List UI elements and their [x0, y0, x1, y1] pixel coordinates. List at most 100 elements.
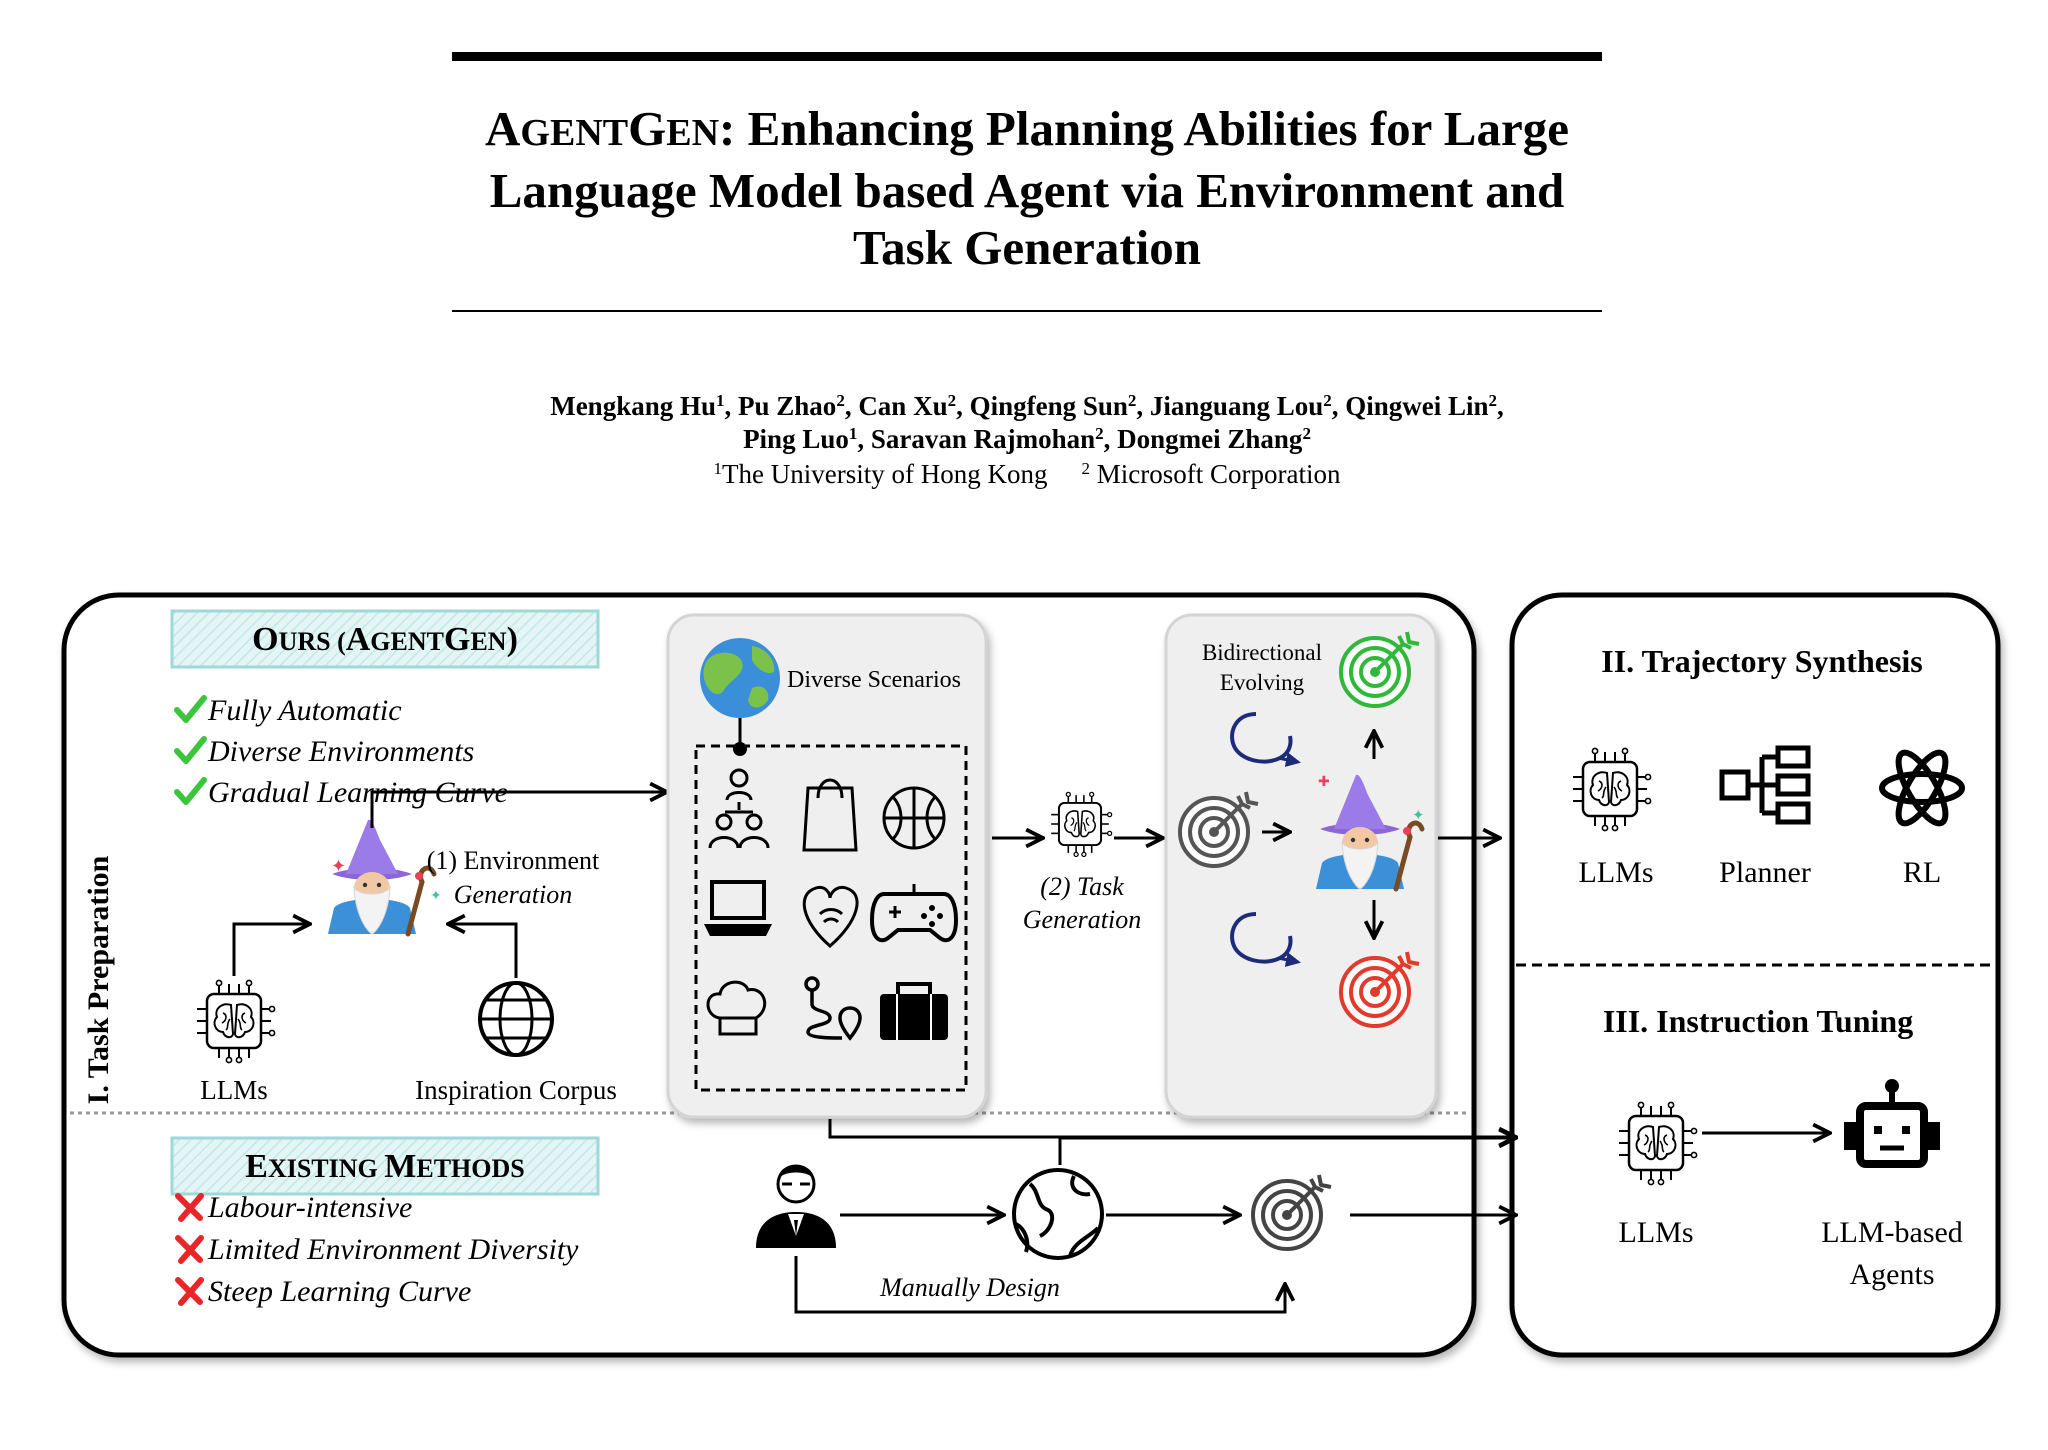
affiliation-name: Microsoft Corporation — [1089, 459, 1341, 489]
sparkle-icon: ✦ — [430, 889, 442, 904]
trajectory-synthesis-title: II. Trajectory Synthesis — [1601, 643, 1922, 679]
author-affiliation: 2 — [1095, 424, 1104, 443]
author-name: Ping Luo — [743, 424, 849, 454]
title-sc-gent: GENT — [520, 112, 629, 154]
author-separator: , — [857, 424, 871, 454]
instruction-tuning-title: III. Instruction Tuning — [1603, 1003, 1913, 1039]
paper-title: AGENTGEN: Enhancing Planning Abilities f… — [420, 100, 1634, 276]
author-separator: , — [1331, 391, 1346, 421]
title-sc-a: A — [485, 101, 521, 156]
diverse-scenarios-label: Diverse Scenarios — [787, 667, 961, 693]
design-to-training-arrow — [1058, 1138, 1516, 1165]
planner-flowchart-icon — [1719, 745, 1811, 825]
manually-design-label: Manually Design — [879, 1273, 1060, 1302]
llms-to-wizard-arrow — [232, 924, 310, 976]
author-line-2: Ping Luo1, Saravan Rajmohan2, Dongmei Zh… — [360, 423, 1694, 456]
drawback-item: Steep Learning Curve — [208, 1275, 471, 1308]
author-list: Mengkang Hu1, Pu Zhao2, Can Xu2, Qingfen… — [360, 390, 1694, 456]
title-sc-en: EN — [666, 112, 720, 154]
author-affiliation: 2 — [1302, 424, 1311, 443]
author-name: Dongmei Zhang — [1117, 424, 1303, 454]
basketball-icon — [882, 786, 946, 850]
author-separator: , — [1497, 391, 1504, 421]
existing-label: EXISTING METHODS — [245, 1148, 524, 1185]
title-rest: : Enhancing Planning Abilities for Large — [719, 101, 1569, 156]
corpus-to-wizard-arrow — [448, 924, 518, 978]
environment-generation-arrow — [370, 792, 667, 828]
author-separator: , — [956, 391, 970, 421]
chef-hat-icon — [706, 980, 767, 1036]
title-bottom-rule — [452, 310, 1602, 312]
author-affiliation: 2 — [1127, 391, 1137, 410]
planner-label: Planner — [1719, 856, 1811, 889]
author-separator: , — [724, 391, 739, 421]
affiliation-name: The University of Hong Kong — [722, 459, 1048, 489]
robot-icon — [1844, 1079, 1940, 1168]
author-separator: , — [1103, 424, 1118, 454]
atom-icon — [1879, 749, 1965, 827]
environment-generation-label: (1) Environment — [427, 846, 600, 875]
affiliation-number: 1 — [713, 459, 723, 478]
llm-agents-label: LLM-based — [1821, 1216, 1963, 1249]
author-affiliation: 2 — [947, 391, 957, 410]
world-design-icon — [1012, 1168, 1104, 1260]
scenario-grid — [694, 744, 968, 1092]
llms-label: LLMs — [200, 1075, 268, 1105]
task-generation-label: (2) Task — [1040, 872, 1124, 901]
rl-label: RL — [1903, 856, 1941, 889]
author-name: Qingwei Lin — [1345, 391, 1489, 421]
benefit-item: Diverse Environments — [207, 735, 474, 768]
author-name: Can Xu — [858, 391, 948, 421]
title-sc-g: G — [628, 101, 667, 156]
affiliation-number: 2 — [1081, 459, 1090, 478]
author-affiliation: 2 — [1488, 391, 1498, 410]
author-separator: , — [1136, 391, 1150, 421]
earth-globe-icon — [700, 638, 780, 718]
inspiration-corpus-label: Inspiration Corpus — [415, 1075, 617, 1105]
author-name: Qingfeng Sun — [969, 391, 1128, 421]
benefit-item: Fully Automatic — [207, 694, 402, 727]
scenarios-connector-dot — [733, 742, 747, 756]
title-top-rule — [452, 52, 1602, 61]
businessman-icon — [756, 1164, 836, 1248]
task-preparation-label: I. Task Preparation — [82, 855, 115, 1104]
briefcase-icon — [880, 982, 948, 1040]
shopping-bag-icon — [802, 778, 858, 852]
plus-icon: ✚ — [1318, 775, 1330, 790]
evolving-label: Evolving — [1220, 670, 1305, 695]
people-hierarchy-icon — [708, 768, 770, 849]
person-to-target-arrow — [794, 1256, 1285, 1314]
author-name: Pu Zhao — [738, 391, 837, 421]
author-affiliation: 2 — [1323, 391, 1332, 410]
bidirectional-label: Bidirectional — [1202, 640, 1322, 665]
author-affiliation: 1 — [848, 424, 858, 443]
drawback-item: Labour-intensive — [207, 1191, 412, 1224]
author-separator: , — [844, 391, 859, 421]
environment-generation-label-2: Generation — [454, 880, 572, 909]
existing-label-box — [170, 1136, 600, 1196]
author-affiliation: 2 — [836, 391, 845, 410]
llms-label: LLMs — [1619, 1216, 1694, 1249]
title-line-1: AGENTGEN: Enhancing Planning Abilities f… — [420, 100, 1634, 162]
heart-icon — [802, 885, 859, 948]
llms-label: LLMs — [1579, 856, 1654, 889]
llm-agents-label-2: Agents — [1850, 1258, 1935, 1291]
ours-label-box — [170, 609, 600, 669]
route-icon — [804, 976, 862, 1041]
agentgen-overview-figure: I. Task Preparation OURS (AGENTGEN) Full… — [61, 592, 2001, 1358]
ours-label: OURS (AGENTGEN) — [252, 621, 518, 658]
globe-icon — [478, 981, 554, 1057]
drawback-item: Limited Environment Diversity — [207, 1233, 579, 1266]
gamepad-icon — [869, 884, 959, 943]
sparkle-icon: ✦ — [331, 856, 346, 876]
sparkle-icon: ✦ — [1412, 808, 1425, 824]
affiliations: 1The University of Hong Kong 2 Microsoft … — [360, 458, 1694, 491]
task-generation-label-2: Generation — [1023, 905, 1141, 934]
author-name: Mengkang Hu — [550, 391, 717, 421]
author-name: Jianguang Lou — [1149, 391, 1324, 421]
author-line-1: Mengkang Hu1, Pu Zhao2, Can Xu2, Qingfen… — [360, 390, 1694, 423]
author-name: Saravan Rajmohan — [870, 424, 1096, 454]
title-line-3: Task Generation — [852, 220, 1202, 275]
author-affiliation: 1 — [716, 391, 725, 410]
laptop-icon — [704, 880, 772, 936]
